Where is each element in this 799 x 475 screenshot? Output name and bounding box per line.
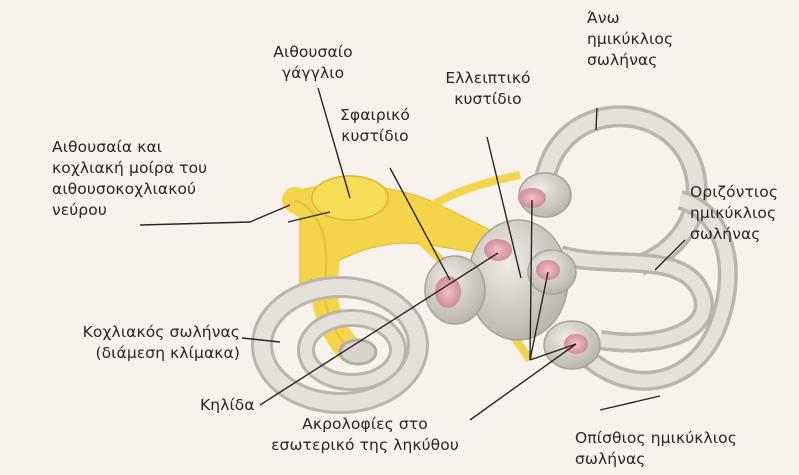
label-cristae: Ακρολοφίες στο εσωτερικό της ληκύθου — [255, 414, 475, 456]
label-utricle: Ελλειπτικό κυστίδιο — [433, 68, 543, 110]
label-vestibular-ganglion: Αιθουσαίο γάγγλιο — [258, 42, 368, 84]
label-horizontal-canal: Οριζόντιος ημικύκλιος σωλήνας — [690, 182, 799, 245]
label-cochlear-duct: Κοχλιακός σωλήνας (διάμεση κλίμακα) — [0, 322, 240, 364]
label-nerve: Αιθουσαία και κοχλιακή μοίρα του αιθουσο… — [52, 137, 272, 221]
label-saccule: Σφαιρικό κυστίδιο — [325, 105, 425, 147]
label-macula: Κηλίδα — [200, 395, 280, 416]
label-superior-canal: Άνω ημικύκλιος σωλήνας — [587, 8, 697, 71]
label-posterior-canal: Οπίσθιος ημικύκλιος σωλήνας — [575, 428, 785, 470]
